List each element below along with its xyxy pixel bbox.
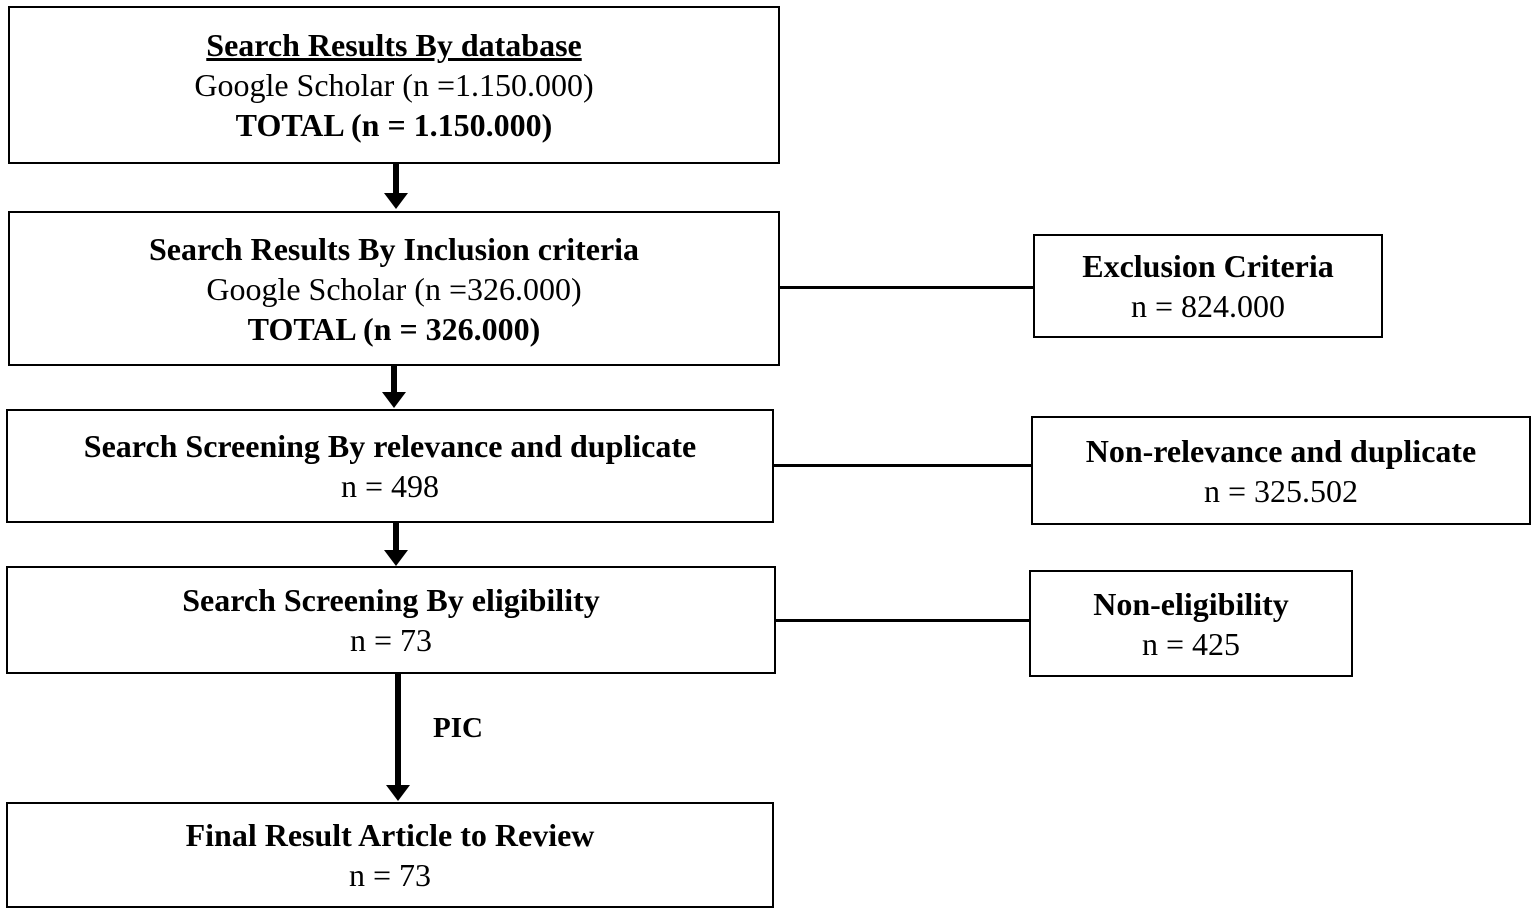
inclusion-criteria-box: Search Results By Inclusion criteria Goo… <box>8 211 780 366</box>
exclusion-criteria-heading: Exclusion Criteria <box>1082 248 1334 284</box>
inclusion-criteria-source: Google Scholar (n =326.000) <box>206 270 582 307</box>
non-relevance-count: n = 325.502 <box>1203 472 1359 509</box>
non-relevance-heading: Non-relevance and duplicate <box>1085 432 1477 469</box>
database-search-heading: Search Results By database <box>206 27 582 63</box>
relevance-screening-heading: Search Screening By relevance and duplic… <box>83 428 697 464</box>
database-search-source: Google Scholar (n =1.150.000) <box>194 67 594 103</box>
non-eligibility-box: Non-eligibility n = 425 <box>1029 570 1353 677</box>
non-eligibility-heading: Non-eligibility <box>1093 585 1289 622</box>
arrow-shaft <box>391 366 397 393</box>
relevance-screening-box: Search Screening By relevance and duplic… <box>6 409 774 523</box>
arrow-head-icon <box>384 193 408 209</box>
exclusion-criteria-box: Exclusion Criteria n = 824.000 <box>1033 234 1383 338</box>
arrow-shaft <box>395 674 401 786</box>
eligibility-screening-count: n = 73 <box>349 622 433 658</box>
connector-inclusion-to-exclusion <box>780 286 1033 289</box>
arrow-head-icon <box>384 550 408 566</box>
final-result-heading: Final Result Article to Review <box>185 817 595 853</box>
eligibility-screening-heading: Search Screening By eligibility <box>182 582 600 618</box>
exclusion-criteria-count: n = 824.000 <box>1130 288 1286 324</box>
final-result-count: n = 73 <box>348 857 432 893</box>
database-search-total: TOTAL (n = 1.150.000) <box>235 107 553 143</box>
arrow-shaft <box>393 164 399 194</box>
eligibility-screening-box: Search Screening By eligibility n = 73 <box>6 566 776 674</box>
arrow-shaft <box>393 523 399 551</box>
non-eligibility-count: n = 425 <box>1141 625 1241 662</box>
inclusion-criteria-heading: Search Results By Inclusion criteria <box>148 230 640 267</box>
final-result-box: Final Result Article to Review n = 73 <box>6 802 774 908</box>
arrow-head-icon <box>382 392 406 408</box>
pic-label: PIC <box>433 712 483 744</box>
database-search-box: Search Results By database Google Schola… <box>8 6 780 164</box>
relevance-screening-count: n = 498 <box>340 468 440 504</box>
inclusion-criteria-total: TOTAL (n = 326.000) <box>247 310 541 347</box>
non-relevance-box: Non-relevance and duplicate n = 325.502 <box>1031 416 1531 525</box>
arrow-head-icon <box>386 785 410 801</box>
connector-relevance-to-non-relevance <box>774 464 1031 467</box>
connector-eligibility-to-non-eligibility <box>776 619 1029 622</box>
